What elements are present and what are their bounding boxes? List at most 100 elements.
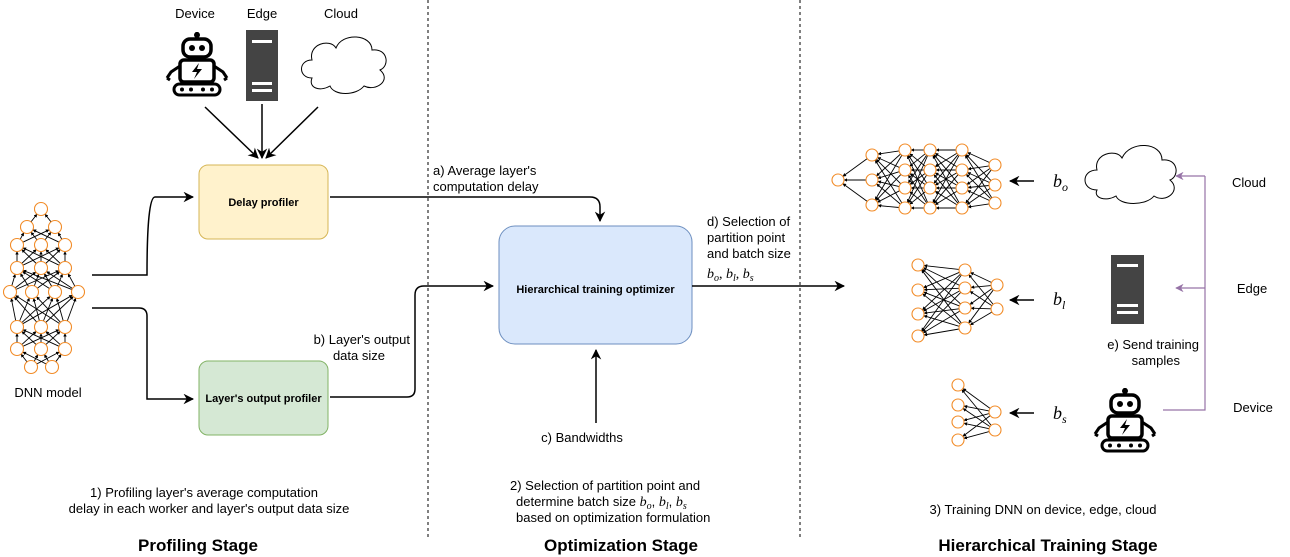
model-to-delay-arrow: [92, 191, 195, 276]
network-edge: [933, 174, 959, 204]
network-edge: [21, 331, 37, 345]
caption-profiling-line1: 1) Profiling layer's average computation: [90, 485, 318, 500]
network-edge: [22, 329, 60, 347]
neuron-node: [57, 319, 73, 335]
neuron-node: [988, 423, 1002, 437]
network-edge: [22, 351, 47, 365]
robot-icon: [165, 32, 229, 97]
right-label-edge: Edge: [1237, 281, 1267, 296]
neuron-node: [33, 237, 49, 253]
neuron-node: [9, 260, 25, 276]
annotation-a-line2: computation delay: [433, 179, 539, 194]
neuron-node: [990, 302, 1004, 316]
network-edge: [20, 353, 28, 363]
network-edge: [968, 289, 994, 324]
neuron-node: [988, 196, 1002, 210]
output-profiler-label: Layer's output profiler: [205, 393, 322, 405]
server-icon-right: [1111, 255, 1144, 324]
neuron-node: [951, 433, 965, 447]
network-edge: [22, 271, 50, 289]
optimizer-label: Hierarchical training optimizer: [516, 284, 675, 296]
neuron-node: [958, 263, 972, 277]
network-edge: [922, 310, 961, 334]
neuron-node: [958, 321, 972, 335]
neuron-node: [44, 359, 60, 375]
neuron-node: [898, 181, 912, 195]
network-edge: [969, 311, 993, 326]
send-samples-line: [1163, 176, 1206, 411]
network-edge: [922, 268, 961, 305]
network-edge: [970, 306, 992, 311]
neuron-node: [955, 201, 969, 215]
network-edge: [907, 154, 928, 184]
network-edge: [36, 296, 61, 323]
cloud-label: Cloud: [324, 6, 358, 21]
network-edge: [921, 291, 962, 333]
network-edge: [909, 191, 926, 205]
neuron-node: [923, 143, 937, 157]
network-edge: [877, 204, 900, 208]
caption-optimization-line1: 2) Selection of partition point and: [510, 478, 700, 493]
network-edge: [965, 154, 992, 181]
neuron-node: [988, 405, 1002, 419]
neuron-node: [955, 143, 969, 157]
neuron-node: [951, 378, 965, 392]
neuron-node: [865, 198, 879, 212]
network-edge: [923, 264, 960, 270]
neuron-node: [923, 201, 937, 215]
caption-profiling-line2: delay in each worker and layer's output …: [69, 501, 350, 516]
neuron-node: [951, 415, 965, 429]
network-edge: [22, 247, 60, 266]
network-edge: [967, 203, 990, 209]
output-profiler-box: [198, 360, 329, 436]
network-edge: [963, 422, 990, 430]
neuron-node: [9, 341, 25, 357]
server-icon: [246, 30, 278, 101]
right-label-device: Device: [1233, 400, 1273, 415]
network-edge: [933, 154, 959, 184]
neuron-node: [57, 260, 73, 276]
network-edge: [921, 269, 962, 324]
network-edge: [877, 180, 900, 188]
neuron-node: [988, 178, 1002, 192]
neuron-node: [955, 181, 969, 195]
stage-title-profiling: Profiling Stage: [138, 536, 258, 555]
network-edge: [932, 154, 960, 203]
network-edge: [30, 231, 38, 241]
cloud-icon: [301, 36, 387, 94]
neuron-node: [911, 258, 925, 272]
network-edge: [15, 295, 60, 324]
neuron-node: [958, 281, 972, 295]
annotation-b-line1: b) Layer's output: [314, 332, 411, 347]
bo-label: bo: [1053, 171, 1068, 194]
network-edge: [962, 408, 991, 427]
dnn-model-graph: [2, 201, 86, 375]
network-edge: [967, 190, 990, 201]
network-edge: [44, 231, 52, 241]
neuron-node: [47, 284, 63, 300]
network-edge: [906, 155, 929, 203]
neuron-node: [951, 398, 965, 412]
delay-to-optimizer-arrow: [330, 196, 606, 223]
bs-label: bs: [1053, 403, 1067, 426]
network-edge: [877, 157, 900, 168]
network-edge: [22, 229, 50, 243]
neuron-node: [911, 283, 925, 297]
network-edge: [969, 290, 993, 307]
stage-title-optimization: Optimization Stage: [544, 536, 698, 555]
network-edge: [55, 354, 62, 362]
network-edge: [964, 154, 993, 199]
neuron-node: [23, 359, 39, 375]
network-edge: [965, 173, 992, 200]
network-edge: [907, 174, 928, 204]
network-edge: [909, 153, 926, 167]
neuron-node: [33, 201, 49, 217]
network-edge: [44, 354, 49, 362]
network-edge: [934, 152, 958, 168]
network-edge: [57, 232, 63, 240]
network-edge: [922, 290, 960, 312]
neuron-node: [831, 173, 845, 187]
dnn-cloud-part: [831, 143, 1002, 215]
neuron-node: [865, 148, 879, 162]
neuron-node: [19, 219, 35, 235]
